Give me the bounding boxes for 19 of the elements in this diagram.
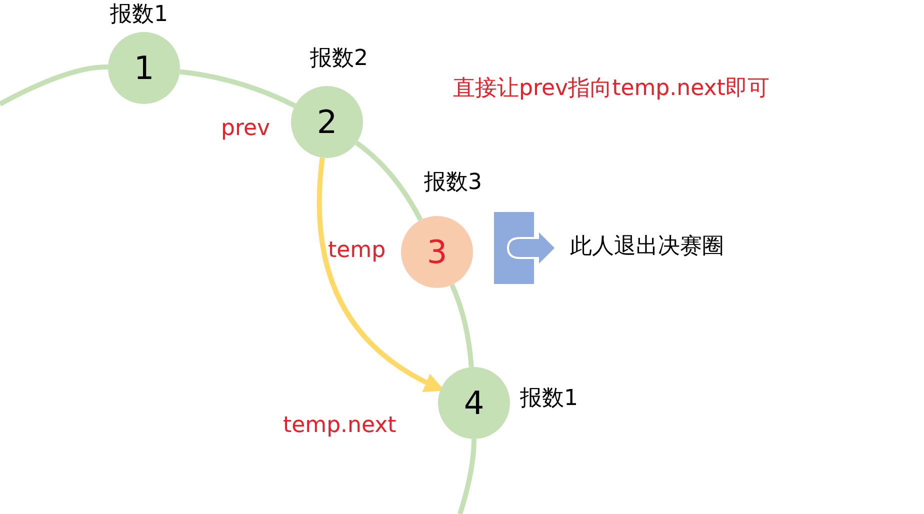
arrow	[316, 157, 444, 392]
count-label: 报数1	[110, 2, 168, 28]
count-label: 报数2	[310, 46, 368, 72]
connector-line	[354, 140, 423, 222]
connector-line	[180, 69, 296, 108]
note-text: 直接让prev指向temp.next即可	[453, 76, 770, 102]
count-label: 报数3	[424, 170, 482, 196]
connector-line	[0, 64, 108, 106]
count-label: 报数1	[520, 386, 578, 412]
exit-text: 此人退出决赛圈	[570, 234, 724, 260]
pointer-label: prev	[221, 116, 270, 142]
node-number: 4	[464, 384, 484, 422]
node-number: 2	[316, 103, 338, 141]
pointer-label: temp.next	[283, 413, 396, 440]
connector-line	[450, 284, 474, 368]
connector-line	[458, 438, 476, 514]
node-number: 1	[134, 49, 154, 87]
node-number: 3	[426, 233, 448, 271]
pointer-label: temp	[328, 238, 386, 264]
